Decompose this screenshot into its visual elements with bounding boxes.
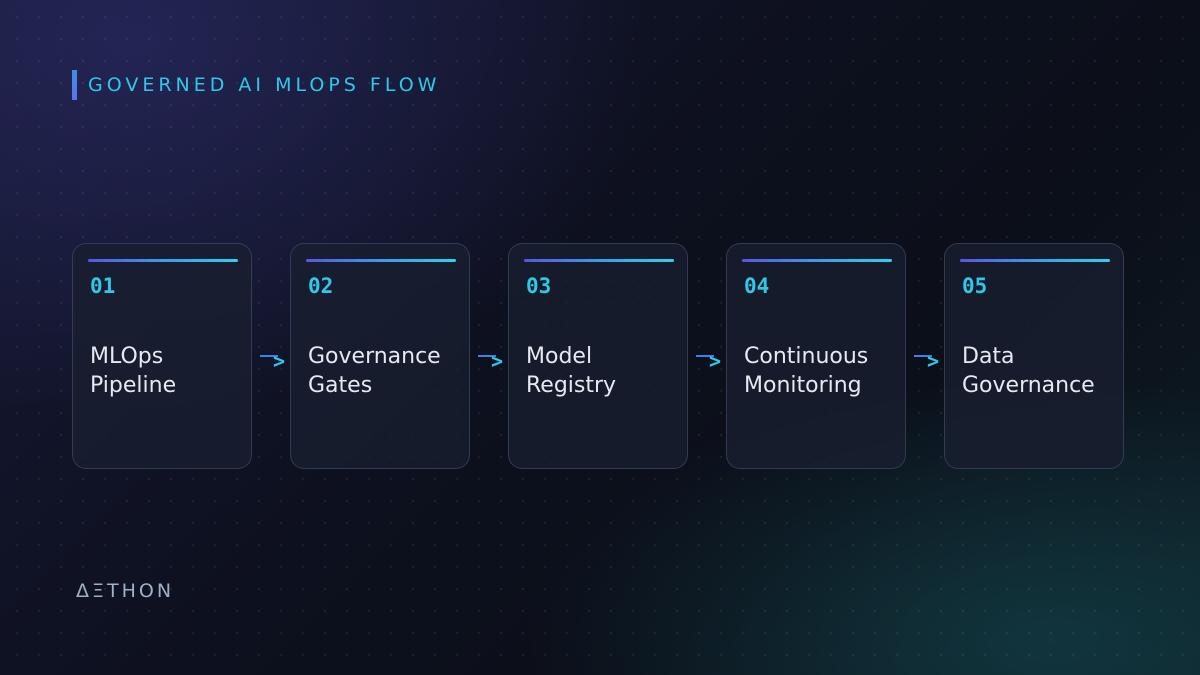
step-number: 05 [962, 274, 988, 298]
connector-line [478, 355, 496, 357]
step-title: MLOps Pipeline [90, 342, 250, 400]
step-number: 02 [308, 274, 334, 298]
step-title: Data Governance [962, 342, 1122, 400]
step-title-line: Pipeline [90, 373, 177, 398]
card-accent-line [742, 259, 892, 262]
connector-line [914, 355, 932, 357]
card-accent-line [960, 259, 1110, 262]
page-title: GOVERNED AI MLOPS FLOW [88, 74, 441, 96]
step-number: 01 [90, 274, 116, 298]
step-card-2: 02 Governance Gates [290, 243, 470, 469]
step-title-line: Governance [308, 344, 441, 369]
step-card-5: 05 Data Governance [944, 243, 1124, 469]
arrow-icon: > [709, 349, 722, 373]
arrow-icon: > [491, 349, 504, 373]
page-header: GOVERNED AI MLOPS FLOW [72, 70, 440, 100]
step-title: Model Registry [526, 342, 686, 400]
step-title-line: Monitoring [744, 373, 862, 398]
step-card-4: 04 Continuous Monitoring [726, 243, 906, 469]
step-title-line: Gates [308, 373, 373, 398]
arrow-icon: > [273, 349, 286, 373]
connector-arrow-4: > [908, 349, 944, 373]
step-number: 04 [744, 274, 770, 298]
header-accent-bar [72, 70, 77, 100]
connector-arrow-2: > [472, 349, 508, 373]
connector-line [696, 355, 714, 357]
card-accent-line [88, 259, 238, 262]
step-title-line: Data [962, 344, 1015, 369]
step-card-1: 01 MLOps Pipeline [72, 243, 252, 469]
step-title: Continuous Monitoring [744, 342, 904, 400]
brand-logo: ΔΞTHON [76, 580, 175, 602]
card-accent-line [524, 259, 674, 262]
step-card-3: 03 Model Registry [508, 243, 688, 469]
step-title-line: Continuous [744, 344, 869, 369]
step-title-line: Registry [526, 373, 617, 398]
step-title-line: Governance [962, 373, 1095, 398]
connector-arrow-3: > [690, 349, 726, 373]
step-title-line: MLOps [90, 344, 164, 369]
flow-diagram: 01 MLOps Pipeline > 02 Governance Gates … [72, 243, 1126, 471]
card-accent-line [306, 259, 456, 262]
step-title: Governance Gates [308, 342, 468, 400]
connector-line [260, 355, 278, 357]
step-number: 03 [526, 274, 552, 298]
step-title-line: Model [526, 344, 593, 369]
connector-arrow-1: > [254, 349, 290, 373]
arrow-icon: > [927, 349, 940, 373]
